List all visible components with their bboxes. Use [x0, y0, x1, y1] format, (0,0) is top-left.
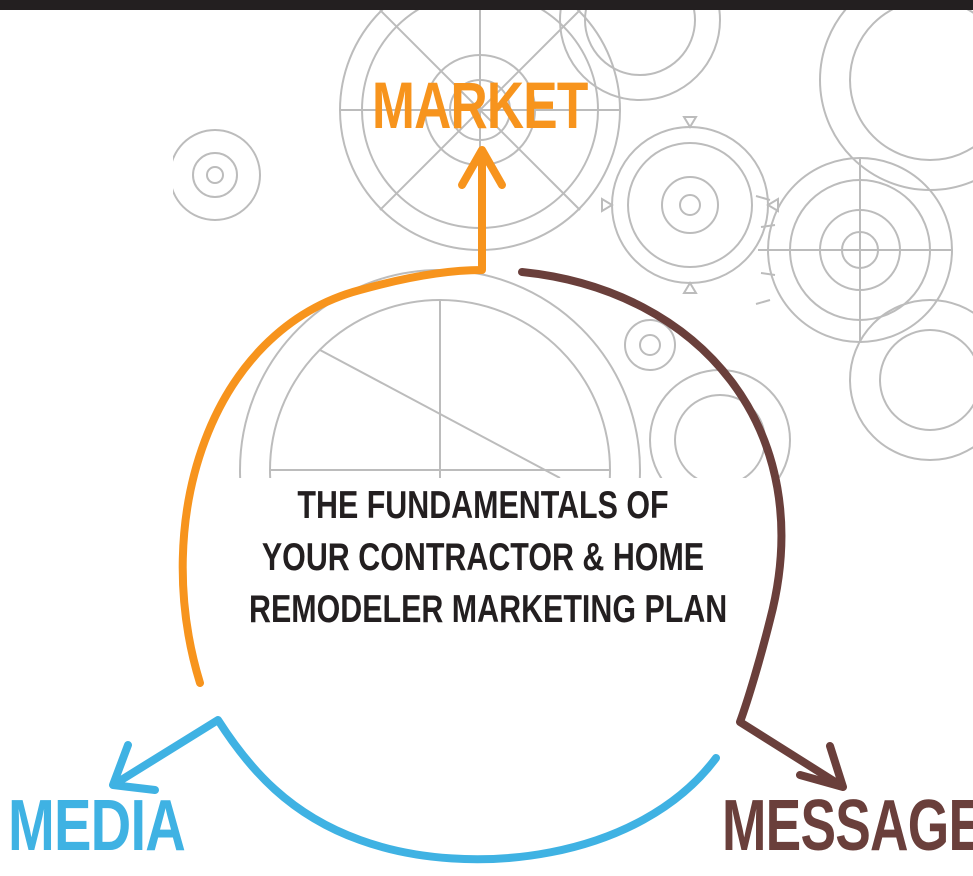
- title-line-3: REMODELER MARKETING PLAN: [249, 588, 728, 631]
- title-line-1: THE FUNDAMENTALS OF: [297, 484, 669, 527]
- media-arrowhead: [109, 741, 159, 794]
- message-arc: [518, 268, 844, 789]
- media-label: MEDIA: [8, 786, 186, 866]
- media-arc: [114, 716, 720, 864]
- title-line-2: YOUR CONTRACTOR & HOME: [261, 536, 705, 579]
- top-bar: [0, 0, 973, 10]
- market-arc: [178, 151, 486, 687]
- message-label: MESSAGE: [722, 786, 973, 866]
- message-arrowhead: [796, 742, 847, 791]
- diagram-title: THE FUNDAMENTALS OF YOUR CONTRACTOR & HO…: [183, 480, 783, 636]
- market-arrowhead: [458, 146, 506, 189]
- market-label: MARKET: [372, 68, 588, 142]
